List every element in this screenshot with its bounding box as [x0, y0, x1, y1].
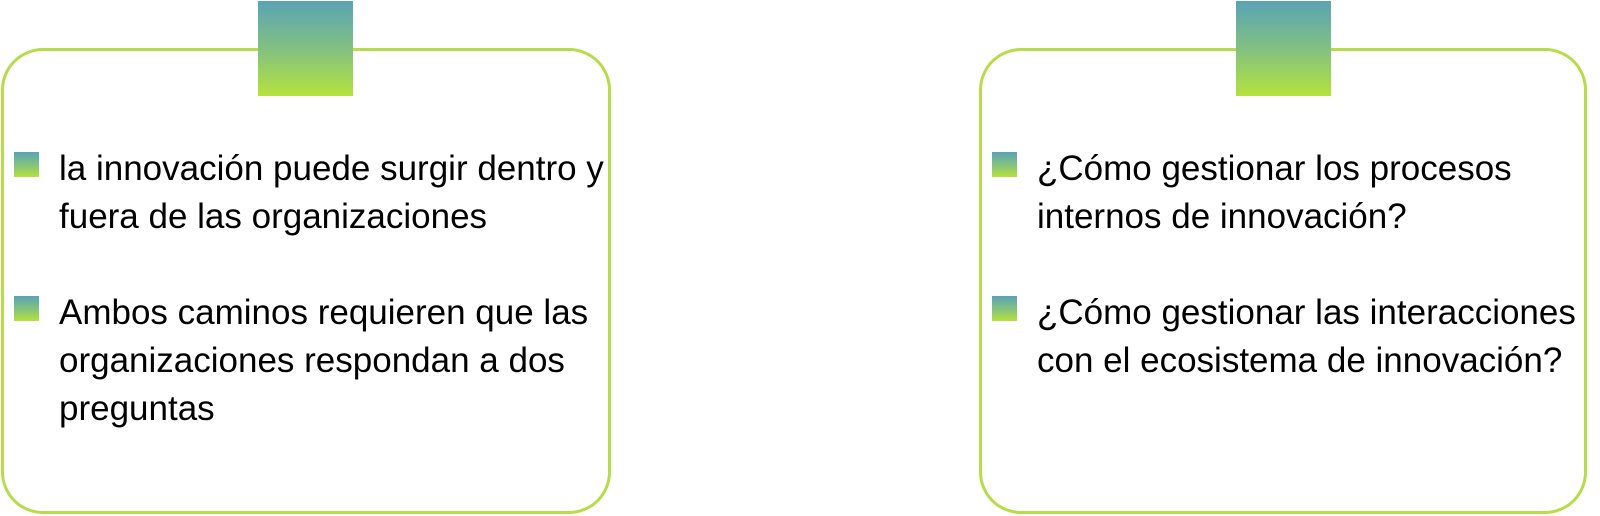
square-bullet-icon — [14, 152, 39, 177]
bullet-text: ¿Cómo gestionar las interacciones con el… — [1037, 293, 1576, 380]
bullet-text: Ambos caminos requieren que las organiza… — [59, 293, 589, 428]
bullet-text: ¿Cómo gestionar los procesos internos de… — [1037, 149, 1512, 236]
list-item: la innovación puede surgir dentro y fuer… — [14, 145, 610, 241]
list-item: ¿Cómo gestionar los procesos internos de… — [992, 145, 1592, 241]
square-bullet-icon — [14, 296, 39, 321]
left-panel — [1, 48, 611, 514]
left-panel-tab — [258, 1, 353, 96]
square-bullet-icon — [992, 296, 1017, 321]
square-bullet-icon — [992, 152, 1017, 177]
list-item: Ambos caminos requieren que las organiza… — [14, 289, 610, 433]
list-item: ¿Cómo gestionar las interacciones con el… — [992, 289, 1592, 385]
right-panel-tab — [1236, 1, 1331, 96]
bullet-text: la innovación puede surgir dentro y fuer… — [59, 149, 604, 236]
right-panel — [979, 48, 1587, 514]
right-bullet-list: ¿Cómo gestionar los procesos internos de… — [992, 145, 1592, 385]
left-bullet-list: la innovación puede surgir dentro y fuer… — [14, 145, 610, 433]
